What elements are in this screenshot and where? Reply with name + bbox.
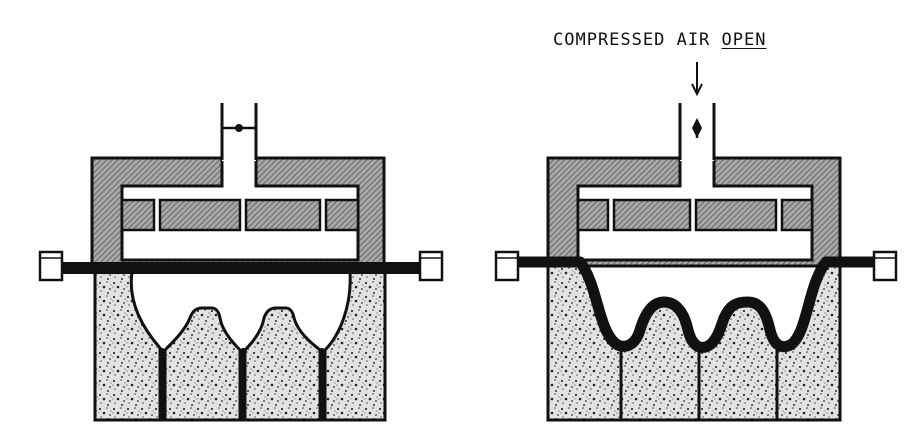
open-valve-icon xyxy=(692,118,702,138)
left-plastic-sheet xyxy=(58,262,428,274)
right-plate-segment xyxy=(694,198,778,232)
right-clamp-icon xyxy=(872,250,898,282)
right-plate-segment xyxy=(612,198,692,232)
label-open: OPEN xyxy=(721,30,767,50)
left-plate-segment xyxy=(324,198,360,232)
label-prefix: COMPRESSED AIR xyxy=(553,30,711,50)
right-plate-segment xyxy=(780,198,814,232)
left-panel xyxy=(38,103,444,422)
left-plate-segment xyxy=(120,198,156,232)
left-clamp-icon xyxy=(494,250,520,282)
closed-valve-icon xyxy=(222,124,256,132)
right-plate-segment xyxy=(576,198,610,232)
compressed-air-label: COMPRESSED AIR OPEN xyxy=(553,30,767,50)
left-plate-segment xyxy=(244,198,322,232)
left-clamp-icon xyxy=(38,250,64,282)
left-plate-segment xyxy=(158,198,242,232)
right-plastic-sheet xyxy=(515,256,884,353)
left-mold xyxy=(93,270,387,422)
down-arrow-icon xyxy=(691,62,703,97)
right-clamp-icon xyxy=(418,250,444,282)
right-panel xyxy=(494,62,898,422)
